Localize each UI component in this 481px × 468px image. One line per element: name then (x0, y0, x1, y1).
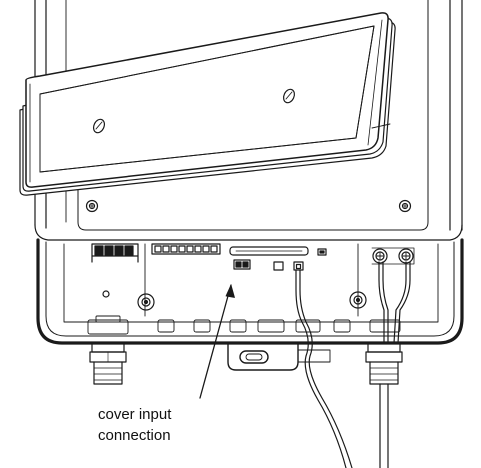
indicator-hole (102, 290, 110, 298)
rotary-switch (349, 291, 367, 309)
callout-line-2: connection (98, 427, 171, 444)
screw-icon-cover (282, 88, 296, 104)
grounding-cables (378, 261, 411, 468)
small-connector (317, 248, 327, 256)
jumper-block (293, 261, 304, 271)
enclosure-body (34, 0, 463, 241)
knockout-row (87, 315, 401, 335)
cover-cable (295, 269, 353, 468)
wiring-compartment (36, 238, 464, 345)
slot-connector (229, 246, 309, 256)
jumper-block (273, 261, 284, 271)
callout-label: cover input connection (98, 404, 228, 446)
cable-gland-icon-right (365, 342, 403, 385)
terminal-block-icon-left (91, 243, 139, 263)
rotary-switch (137, 293, 155, 311)
ground-terminal-icon (371, 247, 415, 265)
callout-arrow (199, 284, 235, 399)
callout-line-1: cover input (98, 406, 172, 423)
pin-header (151, 243, 221, 255)
screw-icon-right (398, 199, 412, 213)
mounting-tab (227, 342, 331, 371)
cable-gland-icon-left (89, 342, 127, 385)
cover-input-connector (233, 259, 251, 270)
screw-icon-left (85, 199, 99, 213)
hinged-cover (19, 12, 396, 196)
screw-icon-cover (92, 118, 106, 134)
